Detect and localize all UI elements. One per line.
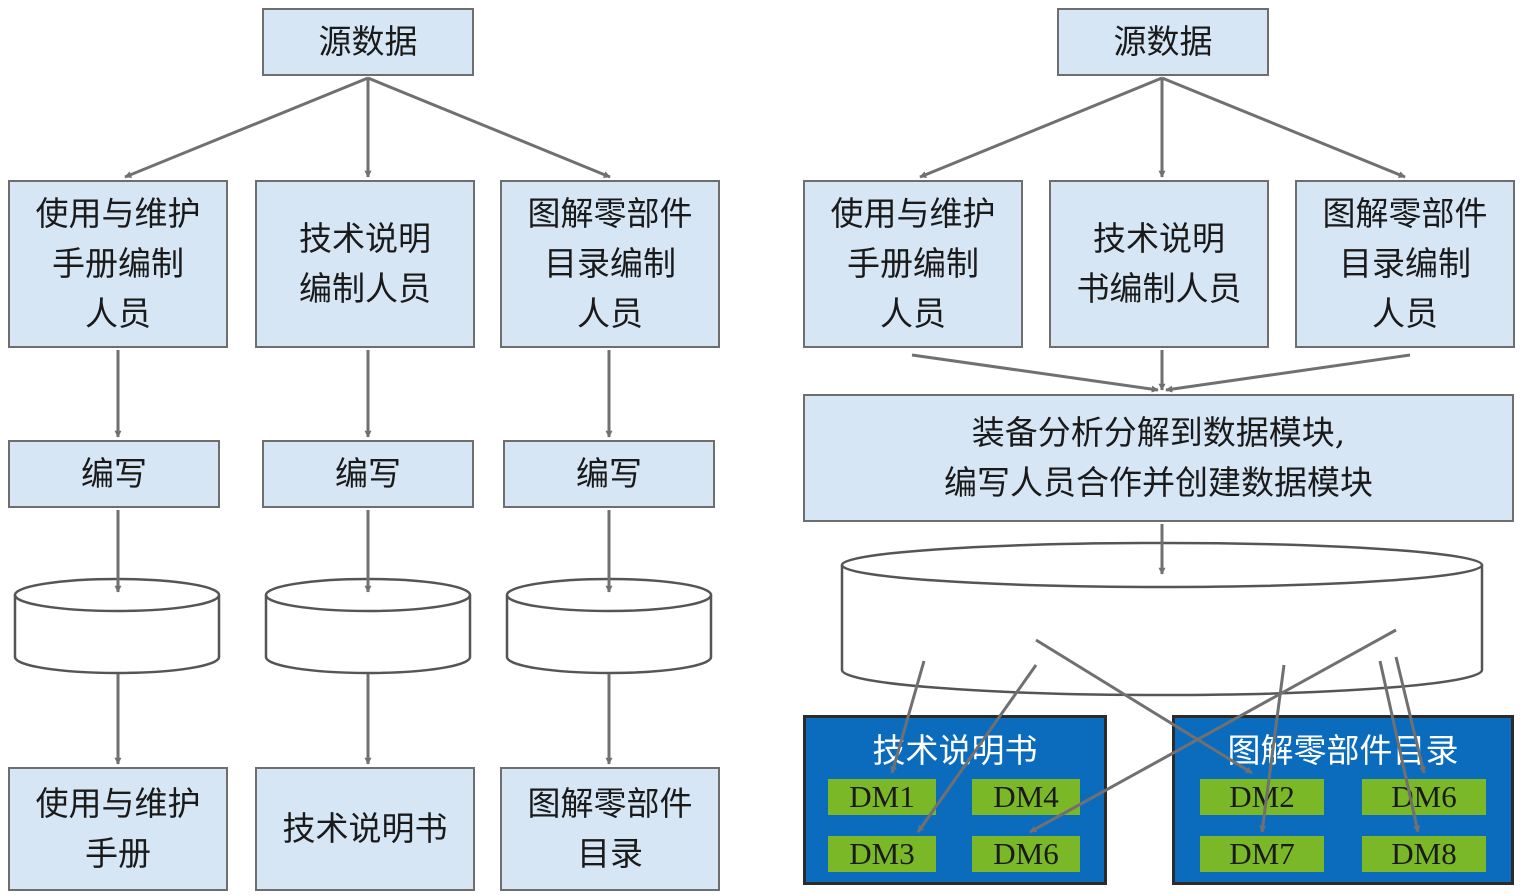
doc-ipc-module-dm6: DM6 bbox=[1362, 779, 1486, 815]
left-output-ipc-box: 图解零部件 目录 bbox=[500, 767, 720, 891]
left-author-maintenance-box: 使用与维护 手册编制 人员 bbox=[8, 180, 228, 348]
csdb-module-dm8: DM8 bbox=[1350, 639, 1442, 675]
left-output-tech-box: 技术说明书 bbox=[255, 767, 475, 891]
right-author-tech-box: 技术说明 书编制人员 bbox=[1049, 180, 1269, 348]
doc-tech-module-dm4: DM4 bbox=[972, 779, 1080, 815]
doc-tech-manual-title: 技术说明书 bbox=[872, 731, 1038, 770]
arrow-right-author-1-to-process bbox=[911, 353, 1159, 393]
csdb-module-dm3: DM3 bbox=[878, 639, 970, 675]
csdb-label: CSDB bbox=[1112, 618, 1196, 654]
arrow-left-source-to-author-3 bbox=[367, 76, 611, 179]
left-output-maintenance-box: 使用与维护 手册 bbox=[8, 767, 228, 891]
arrow-right-author-3-to-process bbox=[1165, 353, 1411, 393]
doc-tech-module-dm3: DM3 bbox=[828, 836, 936, 872]
right-author-maintenance-box: 使用与维护 手册编制 人员 bbox=[803, 180, 1023, 348]
csdb-module-dm6: DM6 bbox=[1350, 593, 1442, 629]
left-source-box: 源数据 bbox=[262, 8, 474, 76]
left-author-ipc-box: 图解零部件 目录编制 人员 bbox=[500, 180, 720, 348]
arrow-right-source-to-author-1 bbox=[919, 76, 1163, 179]
left-storage-label-2: 数据存储 bbox=[302, 620, 435, 659]
right-author-ipc-box: 图解零部件 目录编制 人员 bbox=[1295, 180, 1515, 348]
left-write-box-1: 编写 bbox=[8, 440, 220, 508]
arrow-right-source-to-author-3 bbox=[1161, 76, 1406, 179]
arrow-left-source-to-author-1 bbox=[124, 76, 369, 179]
doc-ipc-module-dm2: DM2 bbox=[1200, 779, 1324, 815]
doc-tech-module-dm1: DM1 bbox=[828, 779, 936, 815]
left-write-box-3: 编写 bbox=[503, 440, 715, 508]
doc-ipc-module-dm8: DM8 bbox=[1362, 836, 1486, 872]
left-storage-label-1: 数据存储 bbox=[51, 620, 184, 659]
left-write-box-2: 编写 bbox=[262, 440, 474, 508]
csdb-module-dm5: DM5 bbox=[1238, 601, 1330, 637]
right-process-box: 装备分析分解到数据模块, 编写人员合作并创建数据模块 bbox=[803, 394, 1514, 522]
csdb-module-dm7: DM7 bbox=[1238, 647, 1330, 683]
csdb-module-dm4: DM4 bbox=[990, 647, 1082, 683]
doc-ipc-module-dm7: DM7 bbox=[1200, 836, 1324, 872]
csdb-module-dm1: DM1 bbox=[878, 593, 970, 629]
csdb-module-dm2: DM2 bbox=[990, 601, 1082, 637]
left-author-tech-box: 技术说明 编制人员 bbox=[255, 180, 475, 348]
left-storage-label-3: 数据存储 bbox=[543, 620, 676, 659]
right-source-box: 源数据 bbox=[1057, 8, 1269, 76]
doc-tech-module-dm6: DM6 bbox=[972, 836, 1080, 872]
doc-ipc-title: 图解零部件目录 bbox=[1227, 731, 1459, 770]
